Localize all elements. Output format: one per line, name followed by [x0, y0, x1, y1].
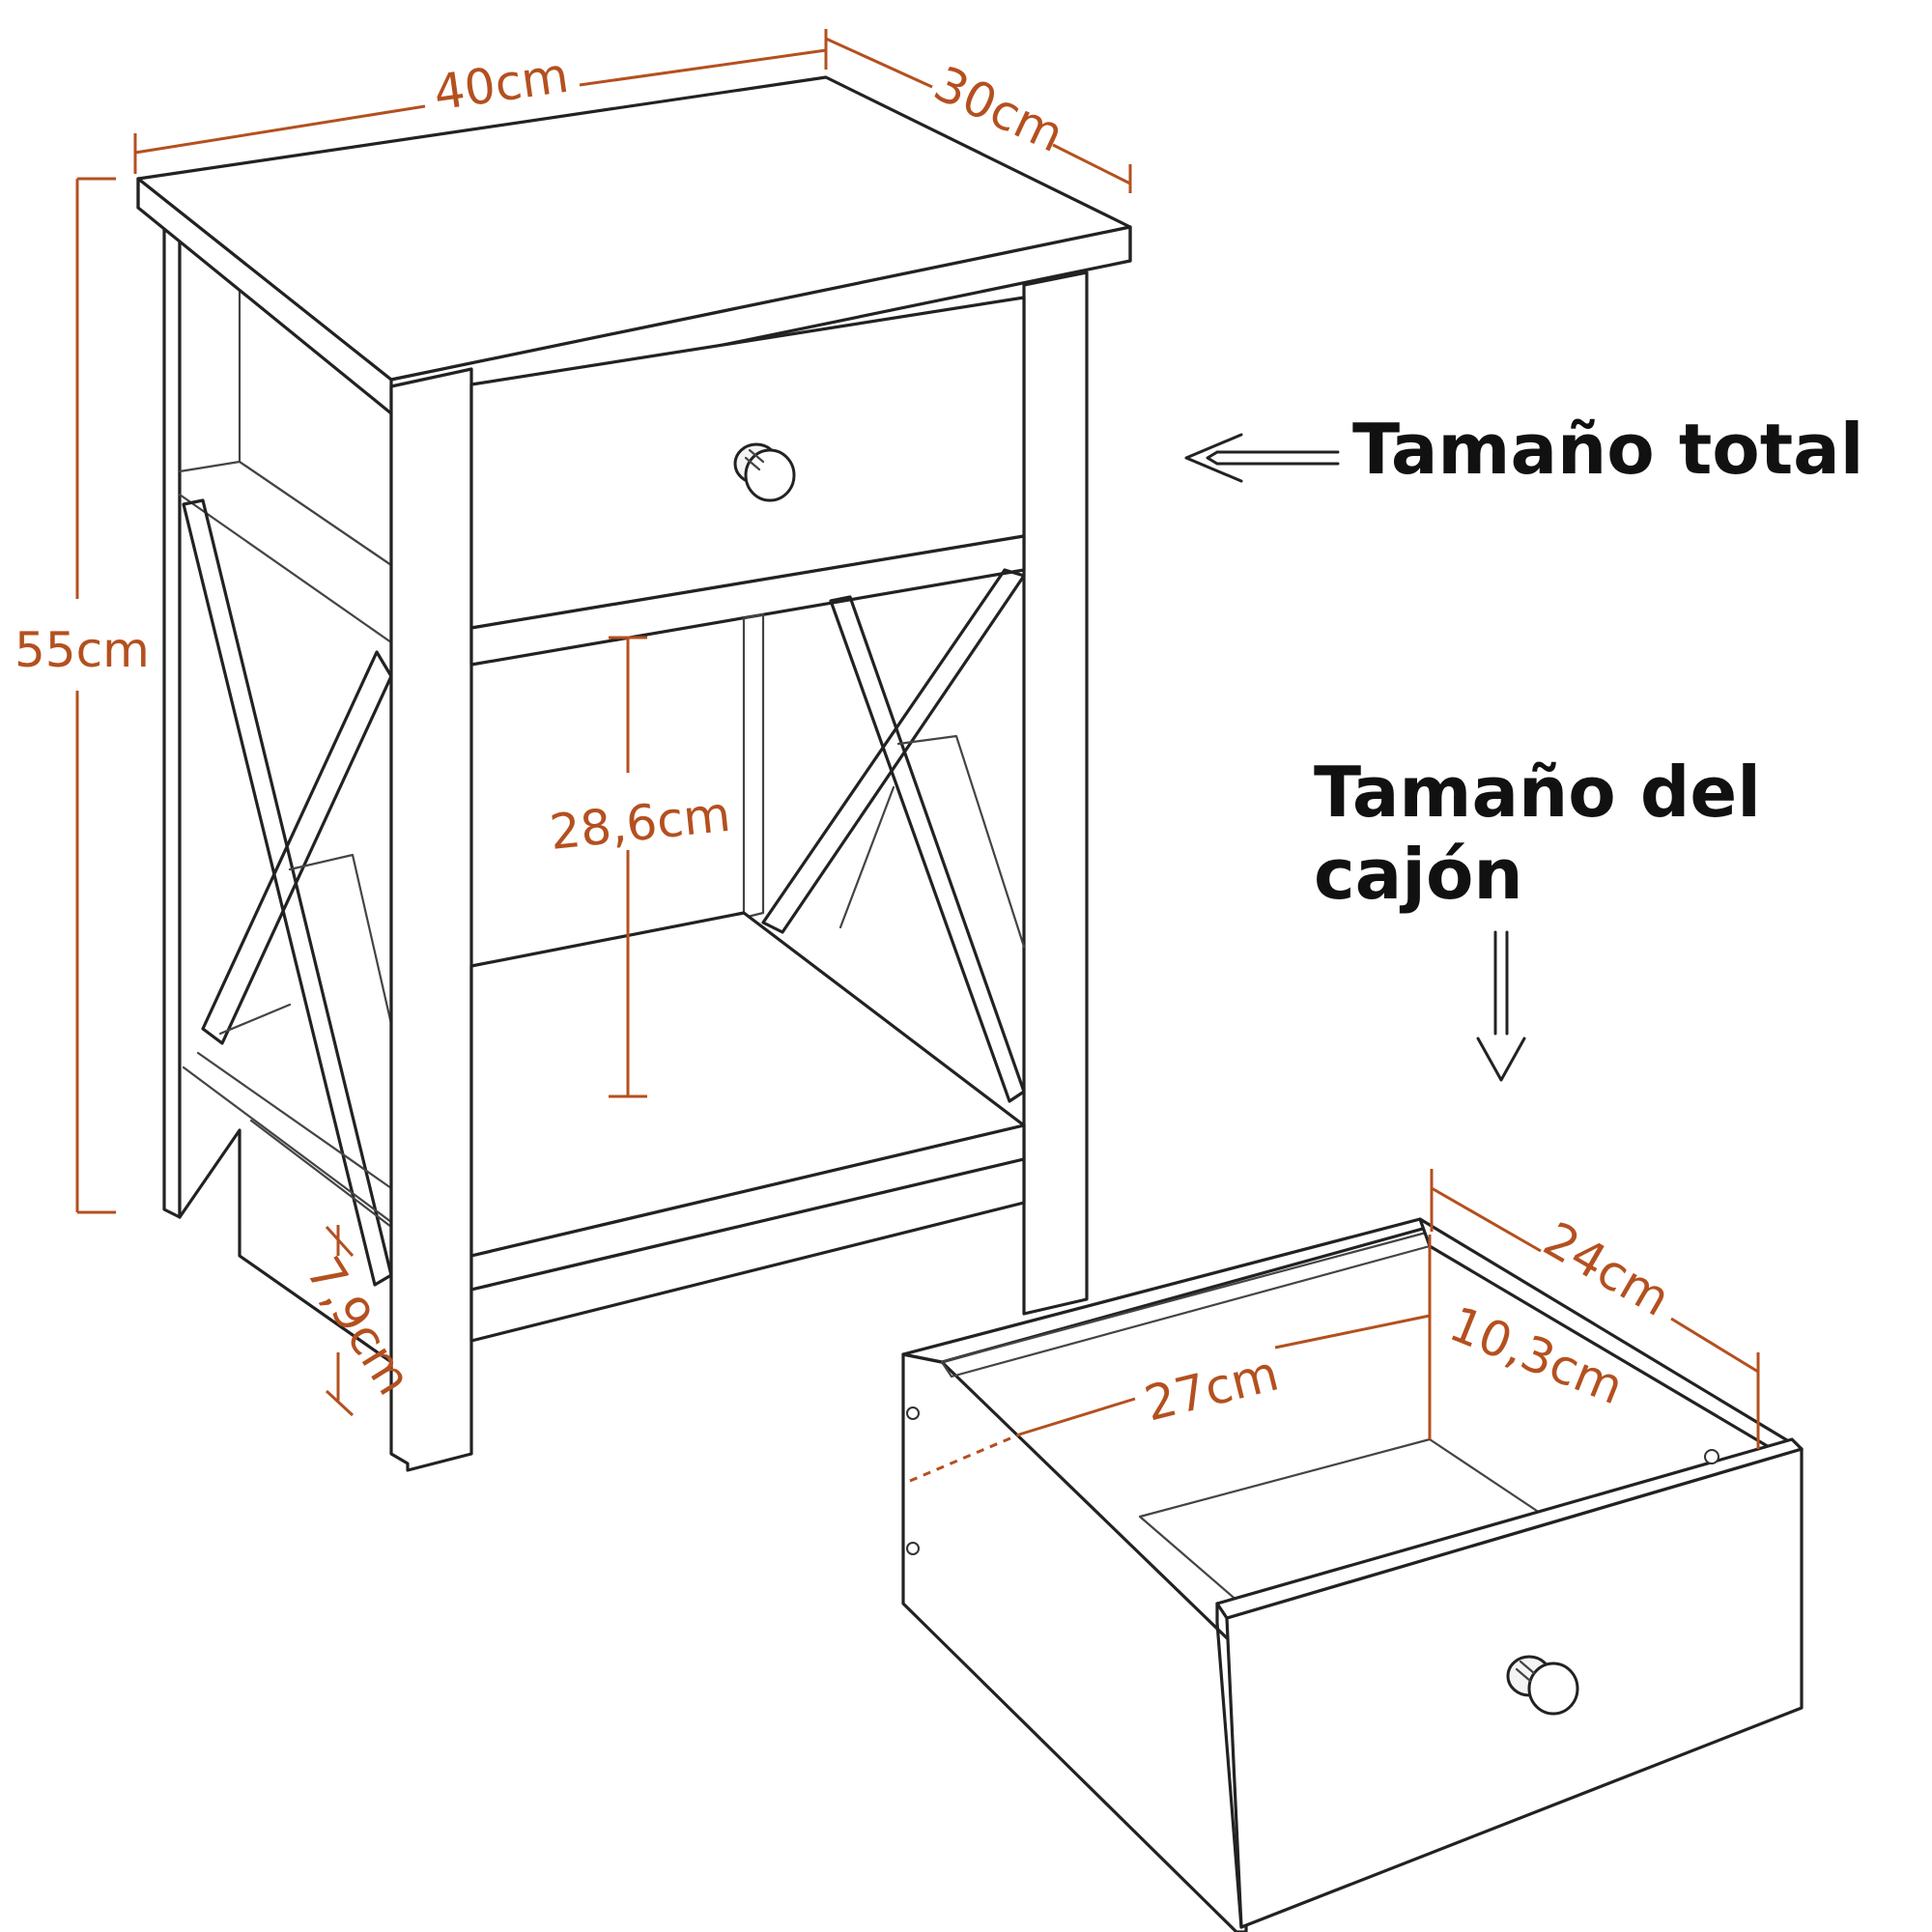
dimension-height: 55cm — [14, 177, 150, 1214]
back-right-post — [742, 612, 765, 920]
arrow-down-icon — [1476, 930, 1526, 1082]
arrow-left-icon — [1184, 433, 1340, 483]
drawer-hole-icon — [906, 1542, 920, 1555]
back-left-leg — [162, 228, 182, 1219]
width-label: 40cm — [431, 47, 573, 122]
right-x-brace — [761, 568, 1026, 1103]
drawer-knob — [733, 442, 796, 502]
nightstand — [136, 75, 1132, 1472]
left-side-rail — [178, 460, 393, 644]
drawer-width-label: 27cm — [1139, 1345, 1284, 1432]
total-size-callout: Tamaño total — [1184, 409, 1863, 490]
height-label: 55cm — [14, 622, 150, 678]
drawer-hole-icon — [906, 1406, 920, 1420]
drawer-front-knob — [1506, 1655, 1579, 1716]
drawer-size-callout: Tamaño del cajón — [1314, 752, 1761, 1082]
bottom-rail — [469, 1157, 1026, 1343]
front-left-leg — [389, 367, 473, 1472]
drawer-back-inner — [940, 1230, 1432, 1378]
total-size-label: Tamaño total — [1352, 409, 1863, 490]
drawer-hole-icon — [1704, 1449, 1719, 1464]
left-x-brace-inner — [218, 853, 393, 1229]
shelf-clearance-label: 28,6cm — [547, 786, 733, 861]
drawer-front-left-edge — [1215, 1602, 1243, 1929]
drawer-size-label-line2: cajón — [1314, 834, 1523, 915]
drawer-left-side — [901, 1352, 1248, 1932]
left-lower-rail — [182, 1051, 393, 1224]
drawer-front-top — [1215, 1437, 1804, 1620]
right-x-brace-inner — [838, 734, 1026, 949]
drawer-size-label-line1: Tamaño del — [1314, 752, 1761, 833]
drawer-bottom-rail — [469, 534, 1026, 667]
left-side-frame — [178, 236, 393, 1364]
drawer-height-label: 10,3cm — [1442, 1295, 1632, 1415]
drawer — [901, 1217, 1804, 1932]
drawer-back-panel — [901, 1217, 1432, 1364]
front-right-leg — [1022, 270, 1089, 1316]
